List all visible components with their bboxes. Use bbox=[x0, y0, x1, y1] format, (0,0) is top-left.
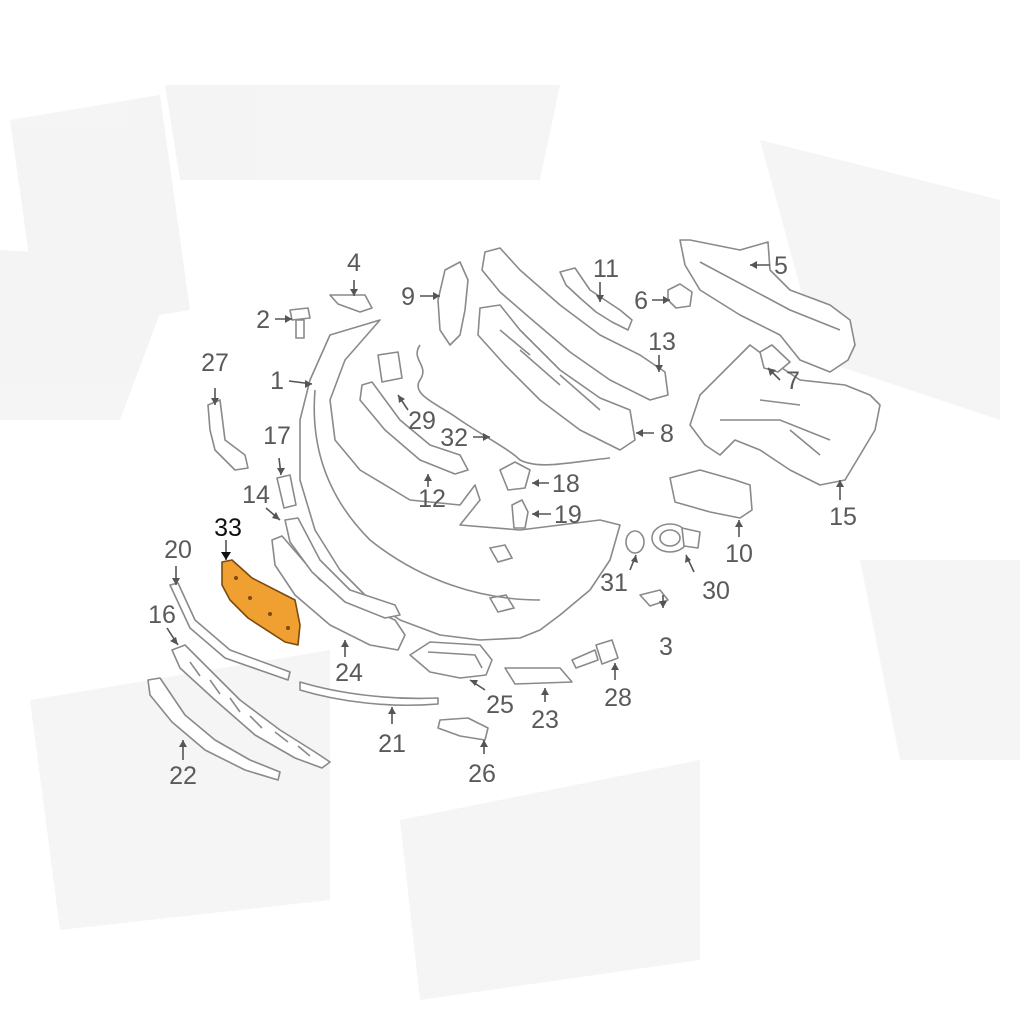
part-12-trim-strip bbox=[359, 381, 469, 475]
part-13-absorber-upper bbox=[481, 247, 669, 401]
callout-16: 16 bbox=[148, 601, 176, 629]
part-16-lower-grille bbox=[171, 644, 331, 769]
part-5-reinforcement-beam bbox=[679, 239, 856, 373]
part-18-clip bbox=[499, 461, 531, 491]
callout-19: 19 bbox=[554, 501, 582, 529]
callout-27: 27 bbox=[201, 349, 229, 377]
part-27-side-bracket bbox=[207, 399, 249, 471]
callout-14: 14 bbox=[242, 481, 270, 509]
callout-31: 31 bbox=[600, 569, 628, 597]
callout-3: 3 bbox=[659, 633, 673, 661]
callout-9: 9 bbox=[401, 283, 415, 311]
part-28-bolt bbox=[571, 639, 619, 669]
callout-29: 29 bbox=[408, 407, 436, 435]
callout-6: 6 bbox=[634, 287, 648, 315]
part-17-clip bbox=[276, 474, 297, 509]
callout-8: 8 bbox=[660, 420, 674, 448]
part-22-lower-trim bbox=[147, 677, 281, 781]
callout-24: 24 bbox=[335, 659, 363, 687]
part-25-fog-lamp-cover bbox=[409, 641, 493, 679]
callout-26: 26 bbox=[468, 760, 496, 788]
part-1-bumper-cover bbox=[299, 319, 621, 641]
callout-7: 7 bbox=[786, 367, 800, 395]
callout-1: 1 bbox=[270, 367, 284, 395]
callout-30: 30 bbox=[702, 577, 730, 605]
part-14-bracket bbox=[284, 517, 401, 619]
callout-13: 13 bbox=[648, 328, 676, 356]
leader-arrowheads bbox=[170, 261, 844, 747]
part-30-parking-sensor bbox=[651, 523, 701, 553]
part-10-bracket bbox=[669, 469, 753, 519]
callout-20: 20 bbox=[164, 536, 192, 564]
part-33-license-plate-carrier bbox=[221, 559, 301, 646]
part-19-clip bbox=[511, 499, 529, 529]
part-21-lower-moulding bbox=[299, 681, 439, 706]
leader-lines bbox=[166, 264, 841, 760]
callout-12: 12 bbox=[418, 485, 446, 513]
callout-32: 32 bbox=[440, 424, 468, 452]
part-33-mount-holes bbox=[234, 576, 290, 630]
callout-2: 2 bbox=[256, 306, 270, 334]
part-8-absorber-lower bbox=[477, 304, 636, 451]
part-32-wiring-harness bbox=[416, 344, 611, 466]
callout-21: 21 bbox=[378, 730, 406, 758]
callout-labels: 1 2 3 4 5 6 7 8 9 10 11 12 13 14 15 16 1… bbox=[148, 249, 857, 790]
callout-10: 10 bbox=[725, 540, 753, 568]
part-23-lower-bracket bbox=[504, 667, 573, 685]
part-20-strip bbox=[169, 582, 291, 681]
part-29-sensor bbox=[377, 351, 403, 383]
callout-18: 18 bbox=[552, 470, 580, 498]
part-6-clip bbox=[667, 283, 693, 309]
part-31-ring bbox=[625, 530, 645, 554]
callout-15: 15 bbox=[829, 503, 857, 531]
callout-11: 11 bbox=[593, 255, 619, 283]
callout-17: 17 bbox=[263, 422, 291, 450]
part-9-side-bracket bbox=[437, 261, 469, 346]
part-11-slide-rail bbox=[559, 267, 633, 331]
callout-33: 33 bbox=[214, 514, 242, 542]
callout-4: 4 bbox=[347, 249, 361, 277]
callout-23: 23 bbox=[531, 706, 559, 734]
part-7-bracket bbox=[759, 344, 791, 373]
part-4-bracket bbox=[329, 294, 373, 313]
part-2-screw bbox=[289, 307, 311, 339]
callout-22: 22 bbox=[169, 762, 197, 790]
callout-25: 25 bbox=[486, 691, 514, 719]
part-26-lamp-bracket bbox=[437, 717, 489, 741]
callout-5: 5 bbox=[774, 252, 788, 280]
callout-28: 28 bbox=[604, 684, 632, 712]
